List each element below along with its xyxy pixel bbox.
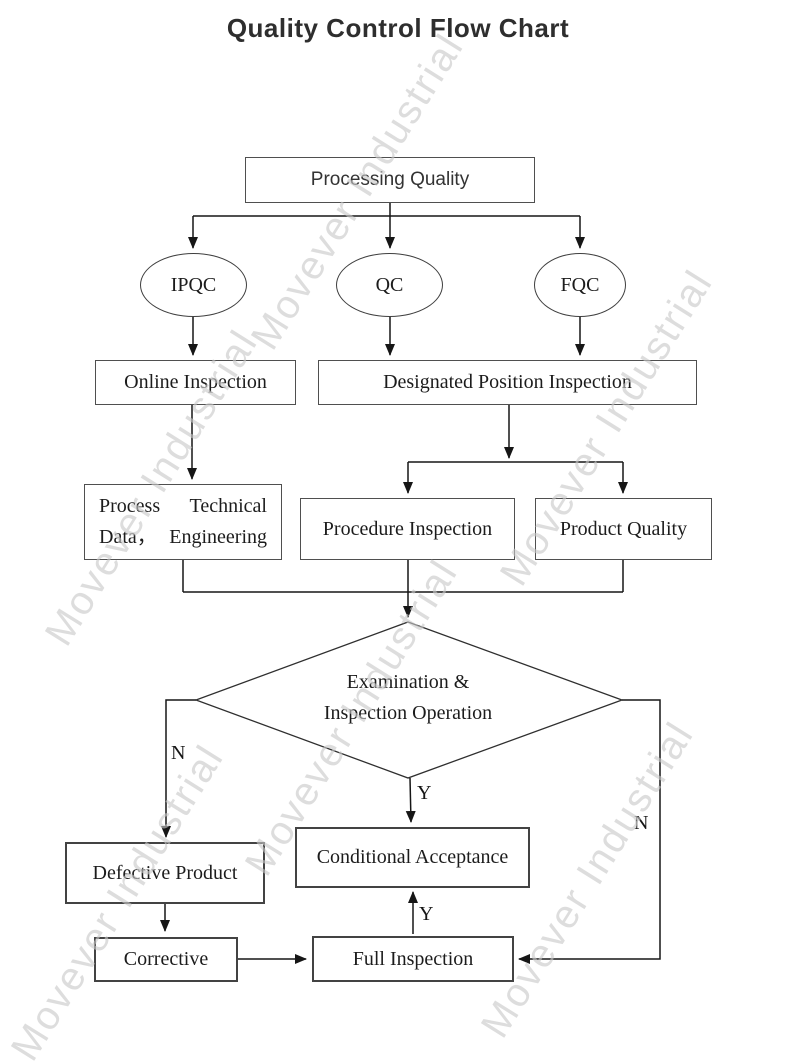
process-technical-line2: Data， Engineering (99, 522, 267, 553)
pt-word-technical: Technical (189, 495, 267, 517)
pt-word-engineering: Engineering (169, 526, 267, 548)
decision-label-line2: Inspection Operation (323, 702, 493, 724)
decision-label-line1: Examination & (346, 671, 470, 693)
node-designated-position-inspection: Designated Position Inspection (318, 360, 697, 405)
node-full-inspection: Full Inspection (312, 936, 514, 982)
edge-label-yes-center: Y (417, 782, 432, 804)
edge-label-no-left: N (171, 742, 186, 764)
node-online-inspection: Online Inspection (95, 360, 296, 405)
node-qc: QC (336, 253, 443, 317)
pt-word-process: Process (99, 495, 161, 517)
node-fqc: FQC (534, 253, 626, 317)
node-defective-product: Defective Product (65, 842, 265, 904)
edge-label-no-right: N (634, 812, 649, 834)
decision-diamond (194, 621, 624, 779)
node-ipqc: IPQC (140, 253, 247, 317)
node-corrective: Corrective (94, 937, 238, 982)
pt-word-data: Data， (99, 526, 157, 548)
edge-yes-down (405, 777, 416, 823)
process-technical-line1: Process Technical (99, 491, 267, 522)
decision-label: Examination & Inspection Operation (278, 667, 538, 729)
node-processing-quality: Processing Quality (245, 157, 535, 203)
page-title: Quality Control Flow Chart (226, 13, 570, 43)
node-product-quality: Product Quality (535, 498, 712, 560)
edge-no-left (161, 699, 196, 838)
edge-no-right (518, 699, 661, 964)
node-process-technical: Process Technical Data， Engineering (84, 484, 282, 560)
edge-label-yes-bottom: Y (419, 903, 434, 925)
node-conditional-acceptance: Conditional Acceptance (295, 827, 530, 888)
node-procedure-inspection: Procedure Inspection (300, 498, 515, 560)
